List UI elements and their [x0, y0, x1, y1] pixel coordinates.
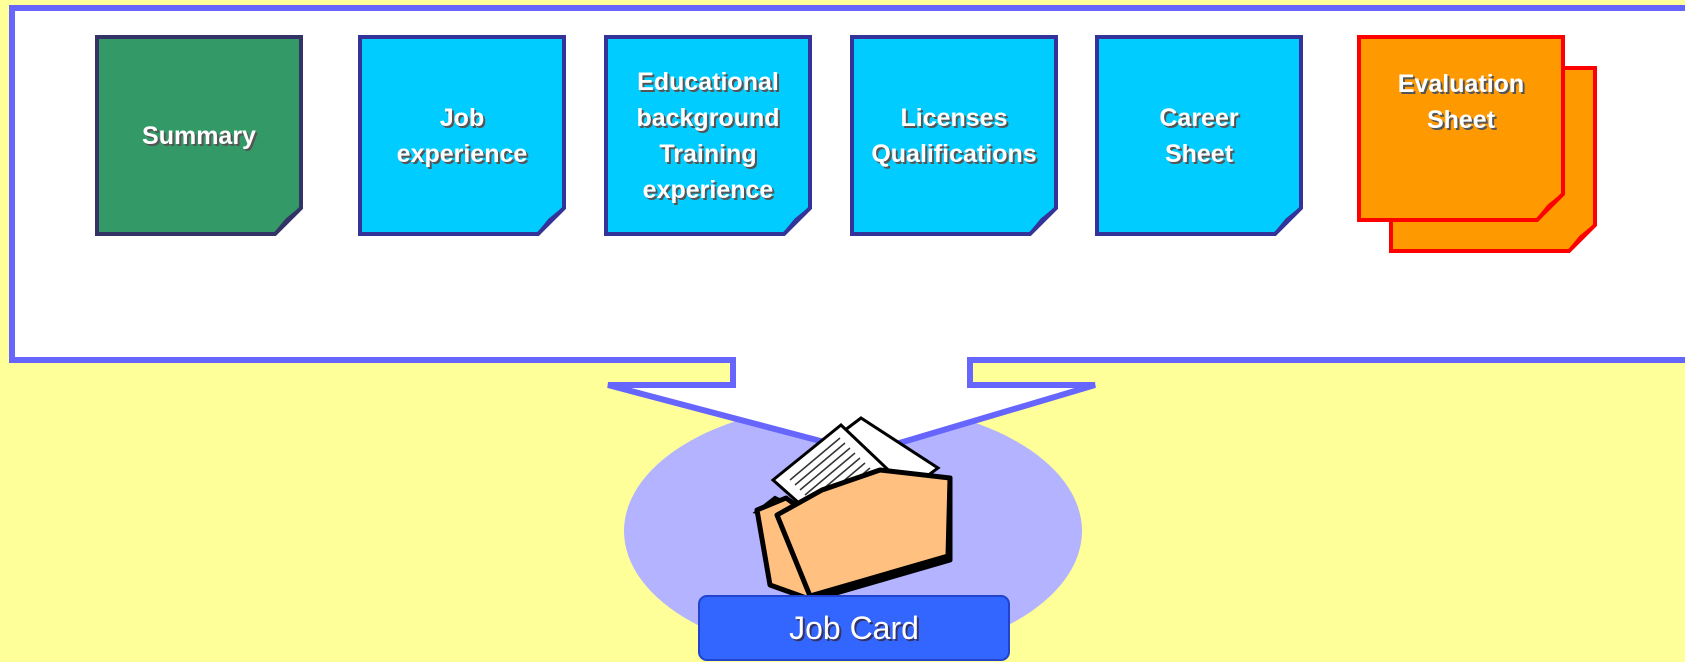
card-sheet — [358, 35, 566, 236]
card-label-summary: Summary — [97, 37, 301, 234]
card-licenses — [850, 35, 1058, 236]
job-card-label: Job Card — [789, 609, 919, 646]
card-shapes — [95, 35, 1597, 253]
folder-with-documents-icon — [752, 416, 953, 603]
job-card-box — [698, 595, 1010, 661]
card-label-career-sheet: Career Sheet — [1097, 37, 1301, 234]
card-text: Educational background Training experien… — [636, 67, 780, 204]
card-text: Licenses Qualifications — [871, 103, 1037, 168]
card-label-licenses: Licenses Qualifications — [852, 37, 1056, 234]
card-educational — [604, 35, 812, 236]
card-fold — [1535, 192, 1564, 221]
card-sheet — [1357, 35, 1565, 222]
card-text: Summary — [142, 121, 256, 150]
card-evaluation-sheet — [1357, 35, 1597, 253]
card-label-job-experience: Job experience — [360, 37, 564, 234]
card-fold — [1028, 206, 1057, 235]
card-job-experience — [358, 35, 566, 236]
card-fold — [1273, 206, 1302, 235]
card-fold — [536, 206, 565, 235]
card-label-educational: Educational background Training experien… — [606, 37, 810, 234]
card-text: Evaluation Sheet — [1397, 70, 1525, 134]
card-summary — [95, 35, 303, 236]
card-text: Career Sheet — [1159, 103, 1239, 168]
card-label-evaluation-sheet: Evaluation Sheet — [1359, 37, 1563, 167]
card-sheet — [95, 35, 303, 236]
card-fold — [273, 206, 302, 235]
card-fold — [782, 206, 811, 235]
card-sheet — [850, 35, 1058, 236]
card-career-sheet — [1095, 35, 1303, 236]
card-sheet — [604, 35, 812, 236]
card-text: Job experience — [396, 103, 528, 168]
card-sheet — [1095, 35, 1303, 236]
